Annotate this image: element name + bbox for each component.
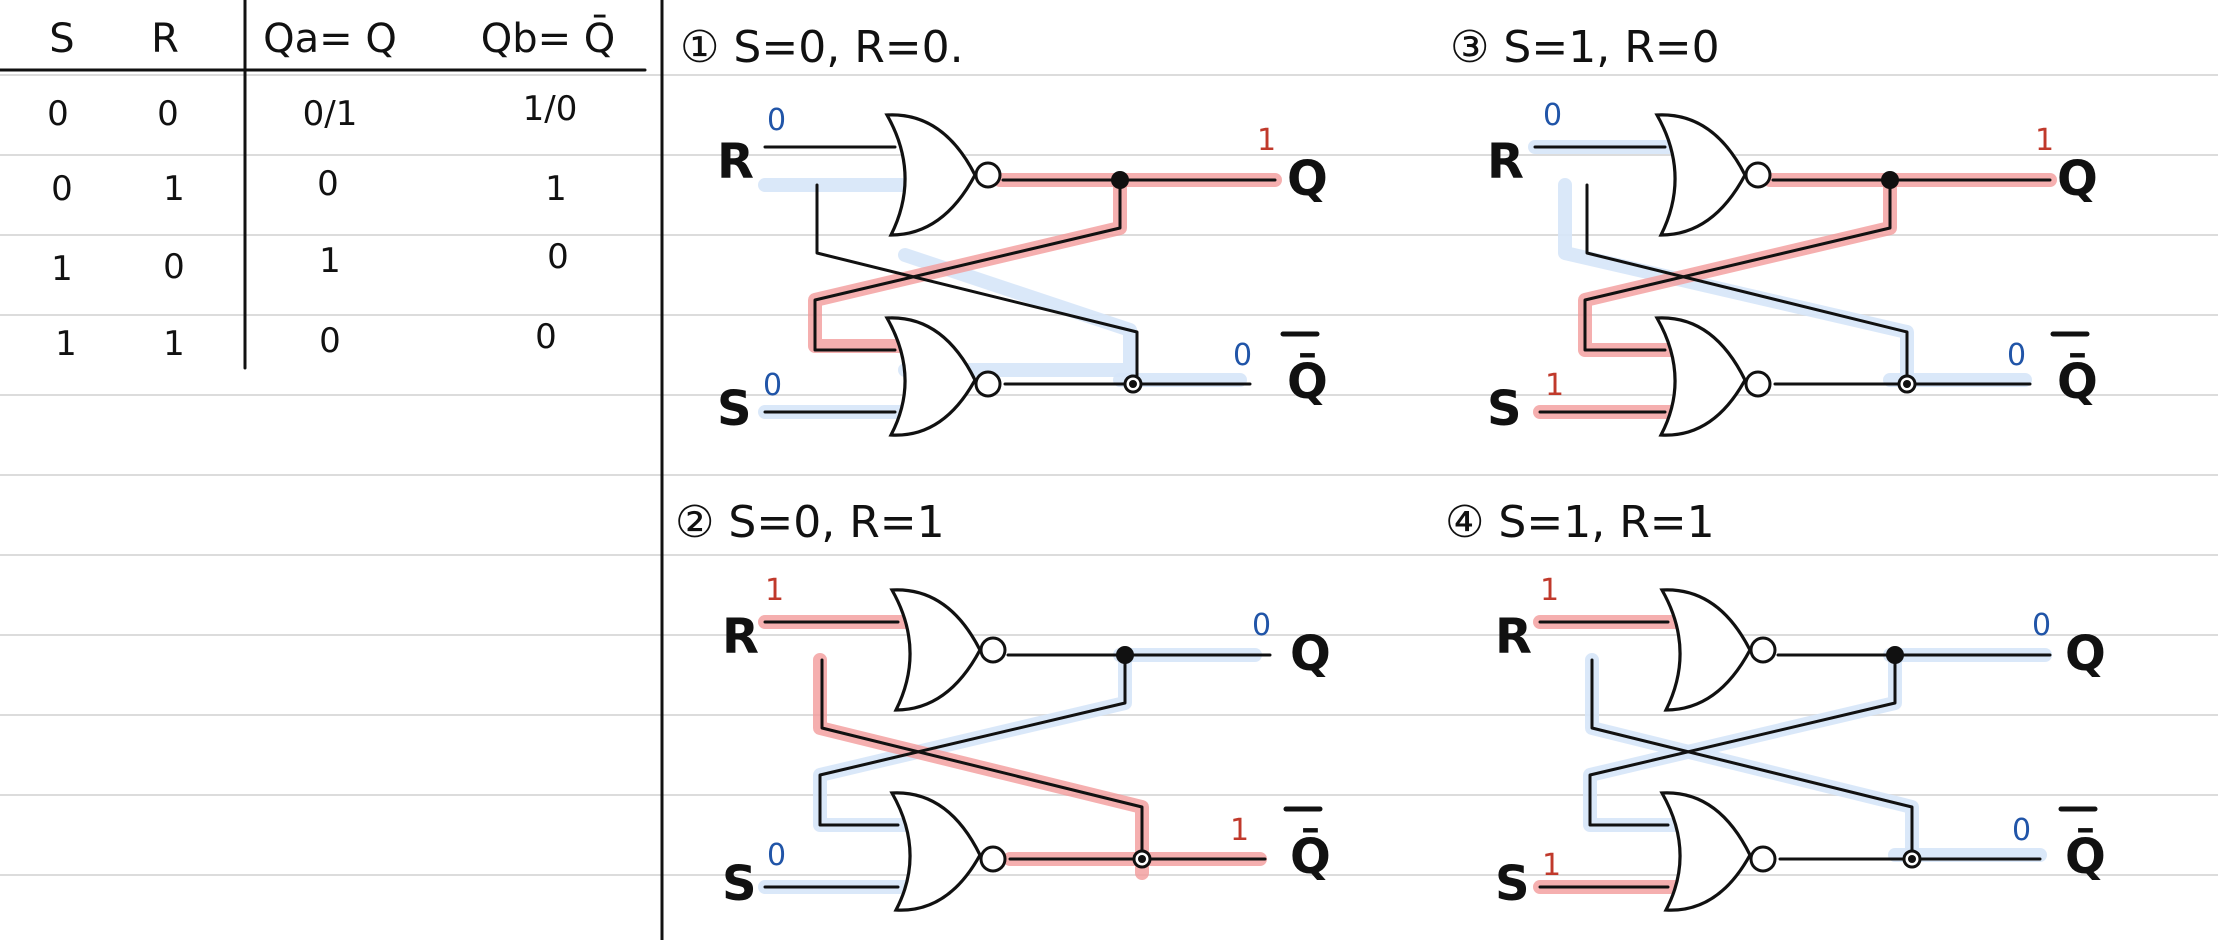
output-qbar-label: Q̄	[2065, 827, 2106, 885]
table-row: 0 0 0/1 1/0	[47, 89, 577, 134]
table-row: 0 1 0 1	[51, 164, 567, 209]
output-qbar-value: 0	[2012, 813, 2031, 848]
circuit-caption: ② S=0, R=1	[675, 497, 945, 548]
input-s-label: S	[1487, 381, 1522, 437]
input-r-value: 1	[1540, 573, 1559, 608]
table-row: 1 1 0 0	[55, 317, 557, 364]
svg-text:1: 1	[163, 169, 185, 209]
table-row: 1 0 1 0	[51, 237, 569, 289]
svg-text:0: 0	[47, 94, 69, 134]
input-s-label: S	[1495, 856, 1530, 912]
output-q-value: 0	[2032, 608, 2051, 643]
input-s-value: 1	[1542, 848, 1561, 883]
output-q-label: Q	[1290, 626, 1331, 682]
input-r-value: 0	[767, 103, 786, 138]
table-header-qa: Qa= Q	[263, 16, 397, 62]
output-q-value: 1	[1257, 123, 1276, 158]
svg-text:1/0: 1/0	[523, 89, 578, 129]
output-qbar-label: Q̄	[1287, 352, 1328, 410]
truth-table: S R Qa= Q Qb= Q̄ 0 0 0/1 1/0 0 1 0 1 1 0…	[0, 0, 647, 370]
input-r-label: R	[1487, 134, 1524, 190]
table-header-qb: Qb= Q̄	[481, 14, 616, 62]
output-q-value: 0	[1252, 608, 1271, 643]
circuit-2: ② S=0, R=1 R S Q Q̄ 1 0 0 1	[675, 497, 1331, 912]
circuit-caption: ④ S=1, R=1	[1445, 497, 1715, 548]
output-q-label: Q	[2065, 626, 2106, 682]
input-s-value: 0	[763, 368, 782, 403]
svg-text:0: 0	[51, 169, 73, 209]
output-q-label: Q	[2057, 151, 2098, 207]
table-header-s: S	[49, 16, 74, 62]
circuit-1: ① S=0, R=0. R S Q Q̄ 0 0 1 0	[680, 22, 1328, 437]
output-qbar-label: Q̄	[1290, 827, 1331, 885]
input-r-label: R	[722, 609, 759, 665]
table-header-r: R	[151, 16, 179, 62]
svg-text:0: 0	[157, 94, 179, 134]
svg-text:0: 0	[163, 247, 185, 287]
output-q-value: 1	[2035, 123, 2054, 158]
input-r-value: 1	[765, 573, 784, 608]
svg-text:1: 1	[319, 241, 341, 281]
input-r-label: R	[717, 134, 754, 190]
circuit-3: ③ S=1, R=0 R S Q Q̄ 0 1 1 0	[1450, 22, 2098, 437]
svg-text:0: 0	[547, 237, 569, 277]
circuit-caption: ③ S=1, R=0	[1450, 22, 1720, 73]
circuit-4: ④ S=1, R=1 R S Q Q̄ 1 1 0 0	[1445, 497, 2106, 912]
input-s-value: 1	[1545, 368, 1564, 403]
input-s-label: S	[722, 856, 757, 912]
svg-text:1: 1	[55, 324, 77, 364]
input-s-value: 0	[767, 838, 786, 873]
output-qbar-value: 1	[1230, 813, 1249, 848]
input-s-label: S	[717, 381, 752, 437]
svg-text:1: 1	[545, 169, 567, 209]
input-r-label: R	[1495, 609, 1532, 665]
svg-text:1: 1	[163, 324, 185, 364]
svg-text:0: 0	[535, 317, 557, 357]
output-qbar-value: 0	[1233, 338, 1252, 373]
circuit-caption: ① S=0, R=0.	[680, 22, 964, 73]
svg-text:0/1: 0/1	[303, 94, 358, 134]
svg-text:0: 0	[317, 164, 339, 204]
output-qbar-label: Q̄	[2057, 352, 2098, 410]
output-q-label: Q	[1287, 151, 1328, 207]
output-qbar-value: 0	[2007, 338, 2026, 373]
svg-text:1: 1	[51, 249, 73, 289]
svg-text:0: 0	[319, 321, 341, 361]
input-r-value: 0	[1543, 98, 1562, 133]
